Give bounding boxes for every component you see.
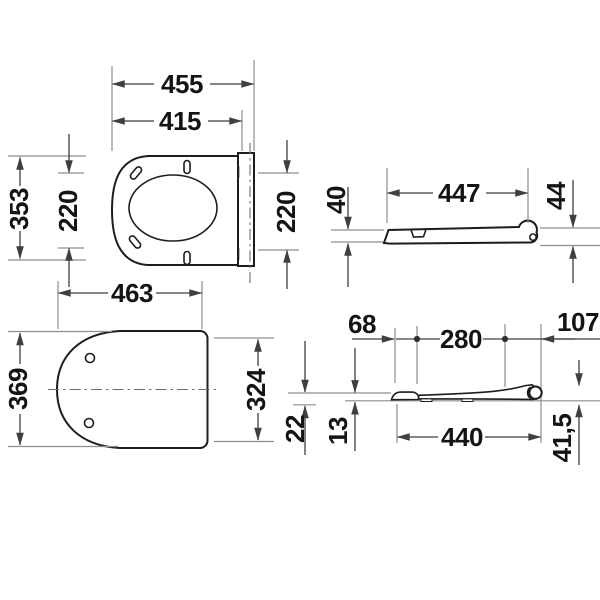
dim-label-447: 447 [438, 178, 480, 208]
fixing-hole-bottom [83, 417, 95, 429]
dim-label-353: 353 [4, 188, 34, 230]
dim-label-40: 40 [321, 186, 351, 214]
dim-label-220-left: 220 [53, 190, 83, 232]
slot-left-bottom [128, 235, 142, 249]
hinge-pin [528, 233, 537, 242]
ring-front-lip [390, 391, 420, 401]
seat-opening [128, 174, 218, 242]
dim-label-107: 107 [557, 307, 599, 337]
fixing-hole-top [84, 352, 96, 364]
view-side-open-ring: 68 280 107 22 13 440 41,5 [280, 307, 600, 465]
dim-opening-span-220-left: 220 [53, 134, 84, 287]
dim-front-height-22: 22 [280, 341, 310, 455]
dim-ring-length-440: 440 [396, 422, 542, 452]
dim-point-marker-right [501, 335, 509, 343]
dim-label-13: 13 [323, 417, 353, 445]
dim-length-447: 447 [386, 168, 529, 223]
dim-inner-width-415: 415 [111, 106, 243, 151]
dim-label-68: 68 [348, 309, 376, 339]
dim-label-22: 22 [280, 415, 310, 443]
dim-flat-edge-depth-324: 324 [214, 337, 274, 443]
dim-ring-thickness-13: 13 [323, 348, 359, 451]
dim-overall-width-455: 455 [111, 60, 255, 151]
dim-rear-height-44: 44 [541, 180, 577, 283]
bumper-front [420, 398, 433, 402]
dim-hinge-span-220-right: 220 [258, 140, 301, 289]
dim-label-369: 369 [3, 368, 33, 410]
bumper-rear [461, 398, 474, 402]
view-seat-top: 455 415 353 220 [4, 60, 301, 289]
profile-notch [410, 229, 427, 238]
dim-label-463: 463 [111, 278, 153, 308]
dim-label-41-5: 41,5 [547, 414, 577, 463]
dim-label-220-right: 220 [271, 191, 301, 233]
dim-label-44: 44 [541, 181, 571, 210]
ring-profile-body [417, 383, 538, 401]
dim-point-marker-left [413, 335, 421, 343]
slot-top [183, 159, 191, 175]
view-side-closed: 447 40 44 [321, 168, 600, 287]
dim-width-463: 463 [57, 278, 203, 329]
dim-rear-height-41-5: 41,5 [547, 360, 583, 465]
hinge-arc [526, 386, 532, 400]
seat-lid-outline [110, 155, 239, 266]
dim-label-324: 324 [241, 368, 271, 411]
slot-left-top [129, 166, 143, 180]
slot-bottom [183, 250, 191, 266]
dim-front-height-40: 40 [321, 186, 352, 287]
dim-label-280: 280 [440, 324, 482, 354]
closed-profile-outline [382, 219, 539, 245]
dim-label-440: 440 [441, 422, 483, 452]
dim-label-455: 455 [161, 69, 203, 99]
dim-depth-369: 369 [3, 330, 118, 448]
dim-chain-top: 68 280 107 [348, 307, 600, 354]
hinge-plate-outline [237, 152, 255, 267]
view-lid-plan: 463 369 324 [3, 278, 274, 449]
dim-label-415: 415 [159, 106, 201, 136]
dim-overall-depth-353: 353 [4, 155, 86, 261]
